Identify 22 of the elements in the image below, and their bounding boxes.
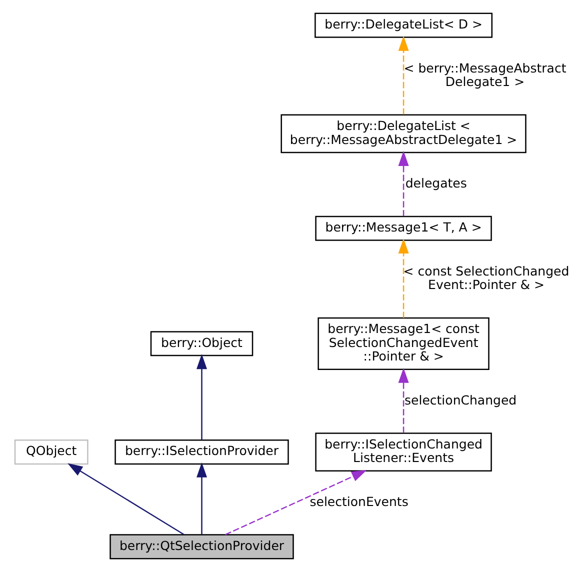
arrow bbox=[398, 36, 408, 114]
node-box: berry::Object bbox=[150, 331, 253, 356]
arrow bbox=[224, 470, 366, 536]
edge-label: selectionChanged bbox=[404, 392, 516, 408]
arrow bbox=[196, 354, 207, 440]
node-box: berry::Message1< const SelectionChangedEvent ::Pointer & > bbox=[317, 317, 489, 370]
node-box: berry::Message1< T, A > bbox=[314, 216, 492, 241]
node-box: berry::ISelectionProvider bbox=[114, 440, 288, 465]
edge-label: selectionEvents bbox=[309, 494, 408, 509]
arrow bbox=[196, 462, 207, 534]
node-box: berry::DelegateList < berry::MessageAbstractDelegate1 > bbox=[280, 114, 526, 154]
edge-label: < const SelectionChanged Event::Pointer & > bbox=[402, 263, 569, 292]
node-box: QObject bbox=[14, 440, 88, 465]
edge-label: delegates bbox=[404, 176, 466, 191]
node-box: berry::QtSelectionProvider bbox=[109, 534, 294, 560]
arrow bbox=[398, 368, 408, 433]
node-box: berry::DelegateList< D > bbox=[314, 12, 492, 38]
arrow bbox=[398, 150, 408, 216]
arrow bbox=[67, 463, 184, 536]
edge-label: < berry::MessageAbstract Delegate1 > bbox=[403, 60, 566, 90]
node-box: berry::ISelectionChanged Listener::Events bbox=[314, 432, 492, 472]
arrow bbox=[398, 238, 408, 318]
